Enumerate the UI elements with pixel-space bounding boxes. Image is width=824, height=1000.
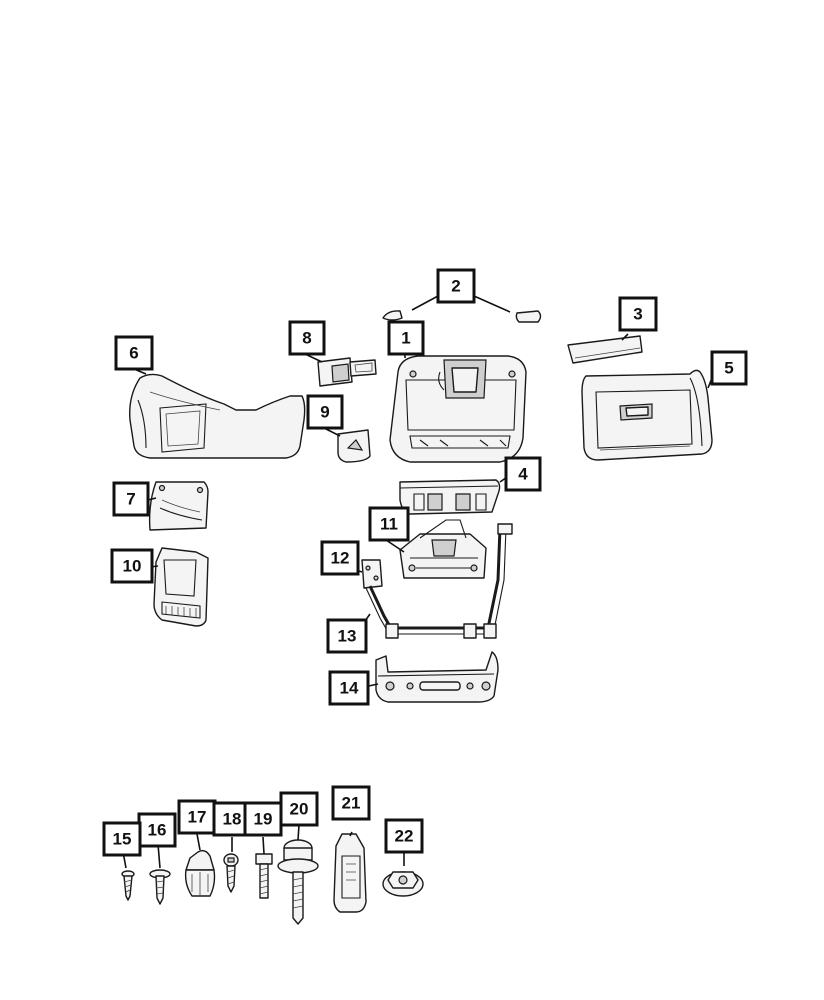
svg-text:21: 21 (342, 794, 361, 813)
part-10-kick-panel (153, 547, 209, 627)
callout-2: 2 (436, 268, 476, 304)
callout-22: 22 (384, 818, 424, 854)
svg-text:6: 6 (129, 344, 138, 363)
svg-text:19: 19 (254, 810, 273, 829)
svg-text:15: 15 (113, 830, 132, 849)
part-7-side-cover (148, 481, 209, 531)
svg-text:14: 14 (340, 679, 359, 698)
svg-text:20: 20 (290, 800, 309, 819)
callout-15: 15 (102, 821, 142, 857)
part-9-small-bezel (337, 429, 371, 463)
svg-text:7: 7 (126, 490, 135, 509)
callout-21: 21 (331, 785, 371, 821)
part-15-screw (121, 870, 135, 901)
svg-text:16: 16 (148, 821, 167, 840)
callout-9: 9 (306, 394, 344, 430)
callout-7: 7 (112, 481, 150, 517)
svg-text:5: 5 (724, 359, 733, 378)
callout-20: 20 (279, 791, 319, 827)
callout-17: 17 (177, 799, 217, 835)
callout-12: 12 (320, 540, 360, 576)
part-18-screw (223, 853, 239, 893)
part-19-bolt (255, 853, 273, 899)
svg-text:8: 8 (302, 329, 311, 348)
part-3-trim-strip (567, 335, 643, 364)
part-13-frame-brace (365, 523, 513, 639)
part-6-left-lower-panel (129, 373, 306, 459)
part-16-push-pin (149, 869, 171, 905)
callout-3: 3 (618, 296, 658, 332)
part-2-right-cap (515, 310, 542, 323)
callout-6: 6 (114, 335, 154, 371)
callout-14: 14 (328, 670, 370, 706)
svg-text:11: 11 (380, 515, 398, 534)
svg-text:22: 22 (395, 827, 414, 846)
part-5-glove-box (581, 369, 713, 461)
svg-text:10: 10 (123, 557, 142, 576)
callout-19: 19 (243, 801, 283, 837)
part-8-switch-module (317, 357, 377, 387)
svg-text:3: 3 (633, 305, 642, 324)
part-11-support-bracket (399, 519, 487, 579)
callout-10: 10 (110, 548, 154, 584)
callout-11: 11 (368, 506, 410, 542)
svg-text:18: 18 (223, 810, 242, 829)
callout-4: 4 (504, 456, 542, 492)
svg-text:4: 4 (518, 465, 528, 484)
callout-16: 16 (137, 812, 177, 848)
part-14-lower-trim (375, 651, 499, 703)
svg-text:17: 17 (188, 808, 207, 827)
callout-13: 13 (326, 618, 368, 654)
svg-text:2: 2 (451, 277, 460, 296)
svg-text:12: 12 (331, 549, 350, 568)
part-4-lower-bezel (399, 479, 501, 515)
part-17-clip (184, 849, 216, 897)
part-2-left-cap (382, 310, 403, 321)
svg-text:9: 9 (320, 403, 329, 422)
callout-5: 5 (710, 350, 748, 386)
part-12-mounting-plate (361, 559, 383, 589)
part-21-clip-bracket (333, 833, 367, 913)
svg-text:13: 13 (338, 627, 357, 646)
callout-8: 8 (288, 320, 326, 356)
callout-1: 1 (387, 320, 425, 356)
part-1-center-panel (389, 355, 527, 463)
svg-text:1: 1 (401, 329, 410, 348)
part-22-nut (382, 871, 424, 897)
part-20-bolt-washer (277, 839, 319, 925)
